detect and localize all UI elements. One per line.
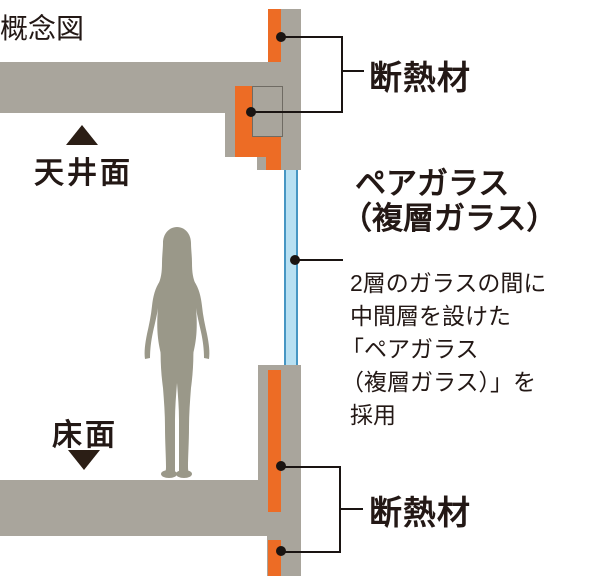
upper-wall-concrete: [280, 9, 301, 170]
leader-line: [281, 551, 341, 553]
leader-line: [295, 259, 343, 261]
insulation-top-inner-leg: [266, 157, 281, 170]
glass-callout-title: ペアガラス （複層ガラス）: [341, 166, 557, 236]
pair-glass-pane: [284, 170, 298, 365]
glass-desc-line: 採用: [350, 402, 396, 428]
glass-title-line2: （複層ガラス）: [341, 201, 558, 236]
insulation-bottom-upper-strip: [268, 370, 281, 512]
glass-desc-line: 中間層を設けた: [350, 303, 511, 329]
insulation-top-inner-horizontal: [235, 137, 281, 157]
person-silhouette: [144, 227, 210, 478]
insulation-top-inner-vertical: [235, 86, 252, 137]
glass-desc-line: 「ペアガラス: [341, 336, 479, 362]
leader-line: [251, 111, 343, 113]
leader-line: [341, 508, 363, 510]
leader-line: [281, 466, 341, 468]
glass-title-line1: ペアガラス: [355, 166, 510, 201]
glass-desc-line: 2層のガラスの間に: [350, 270, 547, 296]
leader-line: [339, 466, 341, 553]
insulation-bottom-label: 断熱材: [369, 494, 471, 531]
page-title: 概念図: [0, 13, 85, 44]
floor-slab: [0, 480, 301, 536]
ceiling-surface-label: 天井面: [34, 157, 133, 190]
glass-description: 2層のガラスの間に 中間層を設けた 「ペアガラス （複層ガラス）」を 採用: [341, 267, 546, 432]
insulation-top-outer-strip: [268, 9, 281, 62]
floor-surface-label: 床面: [52, 419, 118, 452]
leader-line: [343, 70, 364, 72]
leader-line: [341, 36, 343, 113]
arrow-up-icon: [66, 125, 98, 145]
leader-line: [281, 36, 343, 38]
arrow-down-icon: [68, 450, 100, 470]
ceiling-slab: [0, 62, 280, 113]
glass-desc-line: （複層ガラス）」を: [341, 369, 537, 395]
insulation-top-label: 断熱材: [369, 59, 471, 96]
